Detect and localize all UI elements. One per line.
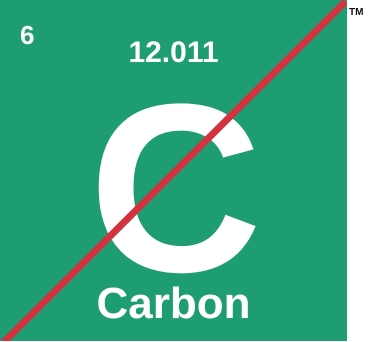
element-tile: 6 12.011 C Carbon	[0, 0, 347, 341]
atomic-mass: 12.011	[128, 36, 219, 69]
atomic-number: 6	[20, 20, 35, 50]
prohibition-slash-icon	[1, 0, 347, 341]
trademark-mark: TM	[349, 7, 364, 18]
slash-line	[1, 0, 347, 341]
element-name: Carbon	[96, 279, 251, 328]
element-symbol: C	[88, 54, 262, 322]
